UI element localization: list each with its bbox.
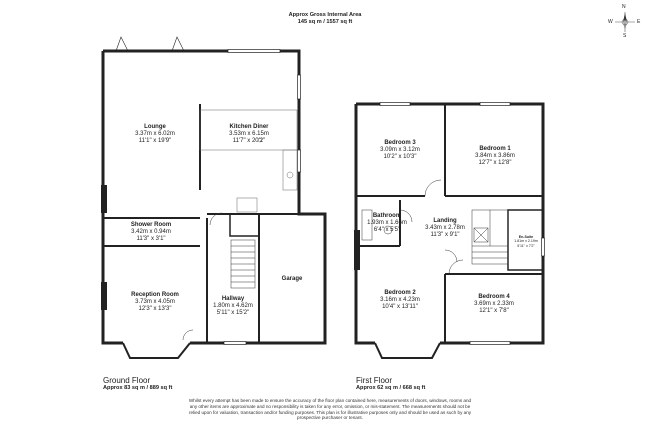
compass-w: W xyxy=(608,19,613,25)
room-landing-metric: 3.43m x 2.78m xyxy=(425,225,465,232)
room-bedroom4-imperial: 12'1" x 7'8" xyxy=(479,308,509,315)
room-kitchen-metric: 3.53m x 6.15m xyxy=(229,131,269,138)
room-bathroom-name: Bathroom xyxy=(372,213,402,219)
gross-area-title: Approx Gross Internal Area xyxy=(288,12,362,18)
disclaimer-line-4: prospective purchaser or tenant. xyxy=(297,415,363,421)
room-kitchen-imperial: 11'7" x 20'2" xyxy=(232,138,266,145)
gross-area-header: Approx Gross Internal Area 145 sq m / 15… xyxy=(250,12,400,26)
room-ensuite-name: En-Suite xyxy=(518,235,534,239)
room-kitchen-diner: Kitchen Diner 3.53m x 6.15m 11'7" x 20'2… xyxy=(214,124,284,146)
room-lounge-imperial: 11'1" x 19'9" xyxy=(138,138,172,145)
room-hallway-metric: 1.80m x 4.62m xyxy=(213,303,253,310)
room-reception-metric: 3.73m x 4.05m xyxy=(135,299,175,306)
disclaimer-line-3: relied upon for valuation, transaction a… xyxy=(188,409,472,415)
room-bedroom3-metric: 3.09m x 3.12m xyxy=(380,147,420,154)
first-floor-caption: First Floor Approx 62 sq m / 668 sq ft xyxy=(356,376,425,391)
room-lounge-name: Lounge xyxy=(144,124,166,130)
room-bedroom1-metric: 3.84m x 3.86m xyxy=(475,153,515,160)
room-bedroom4-name: Bedroom 4 xyxy=(478,294,510,300)
room-landing: Landing 3.43m x 2.78m 11'3" x 9'1" xyxy=(420,218,470,240)
room-bathroom-metric: 1.93m x 1.66m xyxy=(367,220,407,227)
ground-floor-label: Ground Floor xyxy=(103,376,151,385)
room-bedroom-1: Bedroom 1 3.84m x 3.86m 12'7" x 12'8" xyxy=(460,146,530,168)
room-garage: Garage xyxy=(268,276,316,283)
room-kitchen-name: Kitchen Diner xyxy=(229,124,269,130)
first-floor-area: Approx 62 sq m / 668 sq ft xyxy=(356,385,426,391)
disclaimer-line-2: any other items are approximate and no r… xyxy=(189,403,471,409)
compass-n: N xyxy=(622,4,626,10)
room-reception: Reception Room 3.73m x 4.05m 12'3" x 13'… xyxy=(120,292,190,314)
room-ensuite-imperial: 5'11" x 7'2" xyxy=(517,243,535,248)
ground-floor-area: Approx 83 sq m / 889 sq ft xyxy=(103,385,173,391)
room-bedroom2-name: Bedroom 2 xyxy=(384,290,416,296)
disclaimer: Whilst every attempt has been made to en… xyxy=(160,398,500,421)
room-bedroom1-imperial: 12'7" x 12'8" xyxy=(478,160,512,167)
first-floor-label: First Floor xyxy=(356,376,392,385)
room-reception-imperial: 12'3" x 13'3" xyxy=(138,306,172,313)
room-hallway: Hallway 1.80m x 4.62m 5'11" x 15'2" xyxy=(208,296,258,318)
room-en-suite: En-Suite 1.81m x 2.19m 5'11" x 7'2" xyxy=(510,235,542,248)
ground-floor-caption: Ground Floor Approx 83 sq m / 889 sq ft xyxy=(103,376,172,391)
room-landing-name: Landing xyxy=(433,218,457,224)
room-bedroom-2: Bedroom 2 3.16m x 4.23m 10'4" x 13'11" xyxy=(365,290,435,312)
room-reception-name: Reception Room xyxy=(131,292,179,298)
room-shower-imperial: 11'3" x 3'1" xyxy=(136,236,166,243)
room-garage-name: Garage xyxy=(281,276,303,282)
room-bedroom-4: Bedroom 4 3.69m x 2.33m 12'1" x 7'8" xyxy=(459,294,529,316)
compass-e: E xyxy=(637,19,641,25)
room-bathroom-imperial: 6'4" x 5'5" xyxy=(373,227,401,234)
disclaimer-line-1: Whilst every attempt has been made to en… xyxy=(188,398,472,403)
room-bedroom2-metric: 3.16m x 4.23m xyxy=(380,297,420,304)
room-bedroom-3: Bedroom 3 3.09m x 3.12m 10'2" x 10'3" xyxy=(365,140,435,162)
room-bedroom1-name: Bedroom 1 xyxy=(479,146,511,152)
compass-s: S xyxy=(623,33,627,39)
room-lounge: Lounge 3.37m x 6.02m 11'1" x 19'9" xyxy=(120,124,190,146)
room-bedroom4-metric: 3.69m x 2.33m xyxy=(474,301,514,308)
room-ensuite-metric: 1.81m x 2.19m xyxy=(514,239,538,244)
room-bedroom2-imperial: 10'4" x 13'11" xyxy=(382,304,418,311)
room-shower-room: Shower Room 3.42m x 0.94m 11'3" x 3'1" xyxy=(116,222,186,244)
room-shower-name: Shower Room xyxy=(130,222,172,228)
room-hallway-name: Hallway xyxy=(221,296,245,302)
room-bedroom3-name: Bedroom 3 xyxy=(384,140,416,146)
room-lounge-metric: 3.37m x 6.02m xyxy=(135,131,175,138)
room-shower-metric: 3.42m x 0.94m xyxy=(131,229,171,236)
compass-rose-icon: N S E W xyxy=(608,4,642,40)
room-landing-imperial: 11'3" x 9'1" xyxy=(430,232,460,239)
room-bathroom: Bathroom 1.93m x 1.66m 6'4" x 5'5" xyxy=(362,213,412,235)
gross-area-value: 145 sq m / 1557 sq ft xyxy=(297,19,353,25)
room-bedroom3-imperial: 10'2" x 10'3" xyxy=(383,154,417,161)
room-hallway-imperial: 5'11" x 15'2" xyxy=(216,310,250,317)
